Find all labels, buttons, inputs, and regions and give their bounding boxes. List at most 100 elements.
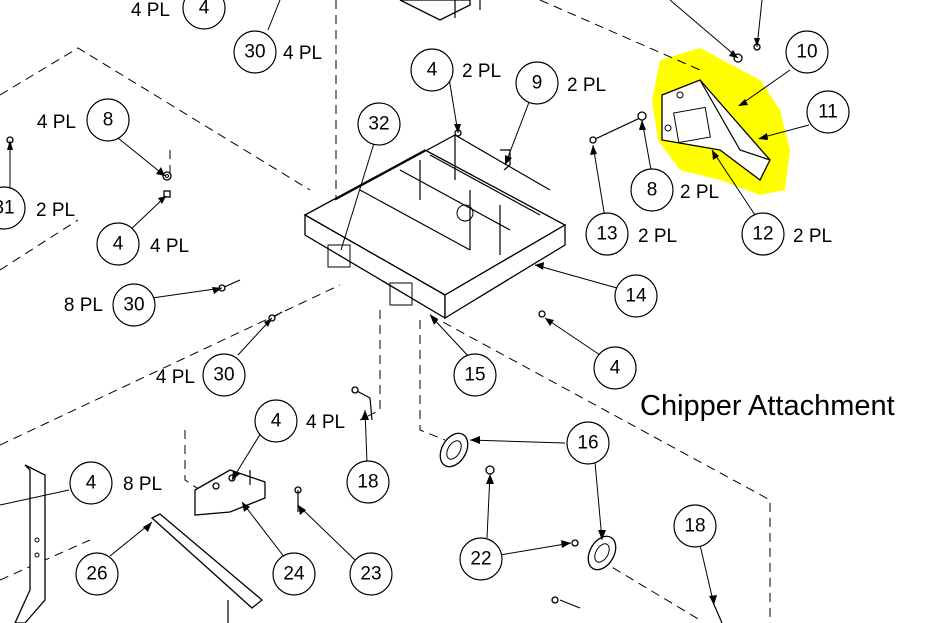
hopper-assembly	[661, 79, 771, 181]
callout-quantity: 2 PL	[567, 75, 606, 96]
callout-30: 30	[233, 30, 277, 74]
callout-31: 31	[0, 186, 26, 230]
callout-circle	[585, 212, 629, 256]
callout-number: 24	[283, 564, 305, 585]
callout-number: 30	[123, 295, 144, 316]
callout-30: 30	[112, 283, 156, 327]
callout-4: 4	[254, 399, 298, 443]
callout-circle	[614, 274, 658, 318]
callout-circle	[182, 0, 226, 30]
callout-circle	[630, 168, 674, 212]
callout-circle	[806, 90, 850, 134]
callout-number: 4	[271, 411, 282, 432]
callout-circle	[112, 283, 156, 327]
callout-circle	[96, 222, 140, 266]
callout-number: 9	[532, 73, 543, 94]
main-frame-part	[303, 134, 567, 320]
callout-18: 18	[673, 504, 717, 548]
callout-circle	[785, 30, 829, 74]
callout-4: 4	[69, 461, 113, 505]
callout-number: 4	[199, 0, 210, 19]
callout-23: 23	[349, 552, 393, 596]
callout-number: 22	[470, 549, 491, 570]
callout-15: 15	[453, 353, 497, 397]
callout-circle	[349, 552, 393, 596]
callout-9: 9	[515, 61, 559, 105]
bracket-part	[194, 469, 266, 516]
callout-circle	[272, 552, 316, 596]
callout-13: 13	[585, 212, 629, 256]
callout-circle	[86, 98, 130, 142]
callout-circle	[673, 504, 717, 548]
callout-11: 11	[806, 90, 850, 134]
callout-number: 4	[86, 473, 97, 494]
callout-number: 26	[86, 564, 107, 585]
diagram-title: Chipper Attachment	[640, 390, 895, 422]
callout-circle	[75, 552, 119, 596]
callout-quantity: 2 PL	[793, 226, 832, 247]
callout-quantity: 2 PL	[680, 182, 719, 203]
callout-number: 4	[427, 60, 438, 81]
callout-number: 4	[610, 358, 621, 379]
top-left-bracket	[399, 0, 481, 21]
fasteners	[6, 43, 761, 609]
callout-quantity: 4 PL	[131, 0, 170, 21]
callout-12: 12	[741, 212, 785, 256]
callout-number: 13	[596, 224, 617, 245]
callout-14: 14	[614, 274, 658, 318]
callout-quantity: 2 PL	[36, 200, 75, 221]
callout-circle	[566, 421, 610, 465]
callout-quantity: 4 PL	[37, 112, 76, 133]
callout-number: 10	[796, 42, 817, 63]
pulley-parts	[439, 432, 617, 571]
callout-bubbles: 4 4 PL 30 4 PL 8 4 PL 31 2 PL 4 4 PL 4 2 PL 9 2 PL 32 1…	[0, 0, 850, 596]
callout-circle	[410, 48, 454, 92]
callout-quantity: 2 PL	[462, 61, 501, 82]
callout-quantity: 8 PL	[64, 295, 103, 316]
callout-circle	[453, 353, 497, 397]
callout-24: 24	[272, 552, 316, 596]
callout-circle	[202, 353, 246, 397]
callout-circle	[515, 61, 559, 105]
callout-circle	[0, 186, 26, 230]
callout-4: 4	[410, 48, 454, 92]
callout-circle	[254, 399, 298, 443]
callout-quantity: 4 PL	[150, 236, 189, 257]
callout-22: 22	[459, 537, 503, 581]
callout-4: 4	[182, 0, 226, 30]
leader-lines	[0, 0, 810, 606]
side-bar-part	[14, 464, 46, 623]
arm-part	[150, 513, 264, 623]
callout-circle	[357, 102, 401, 146]
callout-number: 30	[213, 365, 234, 386]
callout-number: 18	[684, 516, 705, 537]
callout-number: 8	[647, 180, 658, 201]
callout-32: 32	[357, 102, 401, 146]
callout-circle	[741, 212, 785, 256]
callout-circle	[69, 461, 113, 505]
callout-quantity: 4 PL	[306, 412, 345, 433]
callout-number: 8	[103, 110, 114, 131]
callout-18: 18	[346, 460, 390, 504]
callout-circle	[233, 30, 277, 74]
callout-circle	[593, 346, 637, 390]
callout-10: 10	[785, 30, 829, 74]
callout-number: 16	[577, 433, 598, 454]
callout-number: 31	[0, 198, 15, 219]
callout-number: 30	[244, 42, 265, 63]
callout-number: 32	[368, 114, 389, 135]
callout-8: 8	[86, 98, 130, 142]
callout-number: 4	[113, 234, 124, 255]
callout-number: 12	[752, 224, 773, 245]
callout-4: 4	[96, 222, 140, 266]
callout-30: 30	[202, 353, 246, 397]
callout-circle	[459, 537, 503, 581]
callout-quantity: 8 PL	[123, 474, 162, 495]
callout-number: 14	[625, 286, 647, 307]
callout-4: 4	[593, 346, 637, 390]
callout-quantity: 2 PL	[638, 226, 677, 247]
callout-26: 26	[75, 552, 119, 596]
callout-number: 15	[464, 365, 485, 386]
